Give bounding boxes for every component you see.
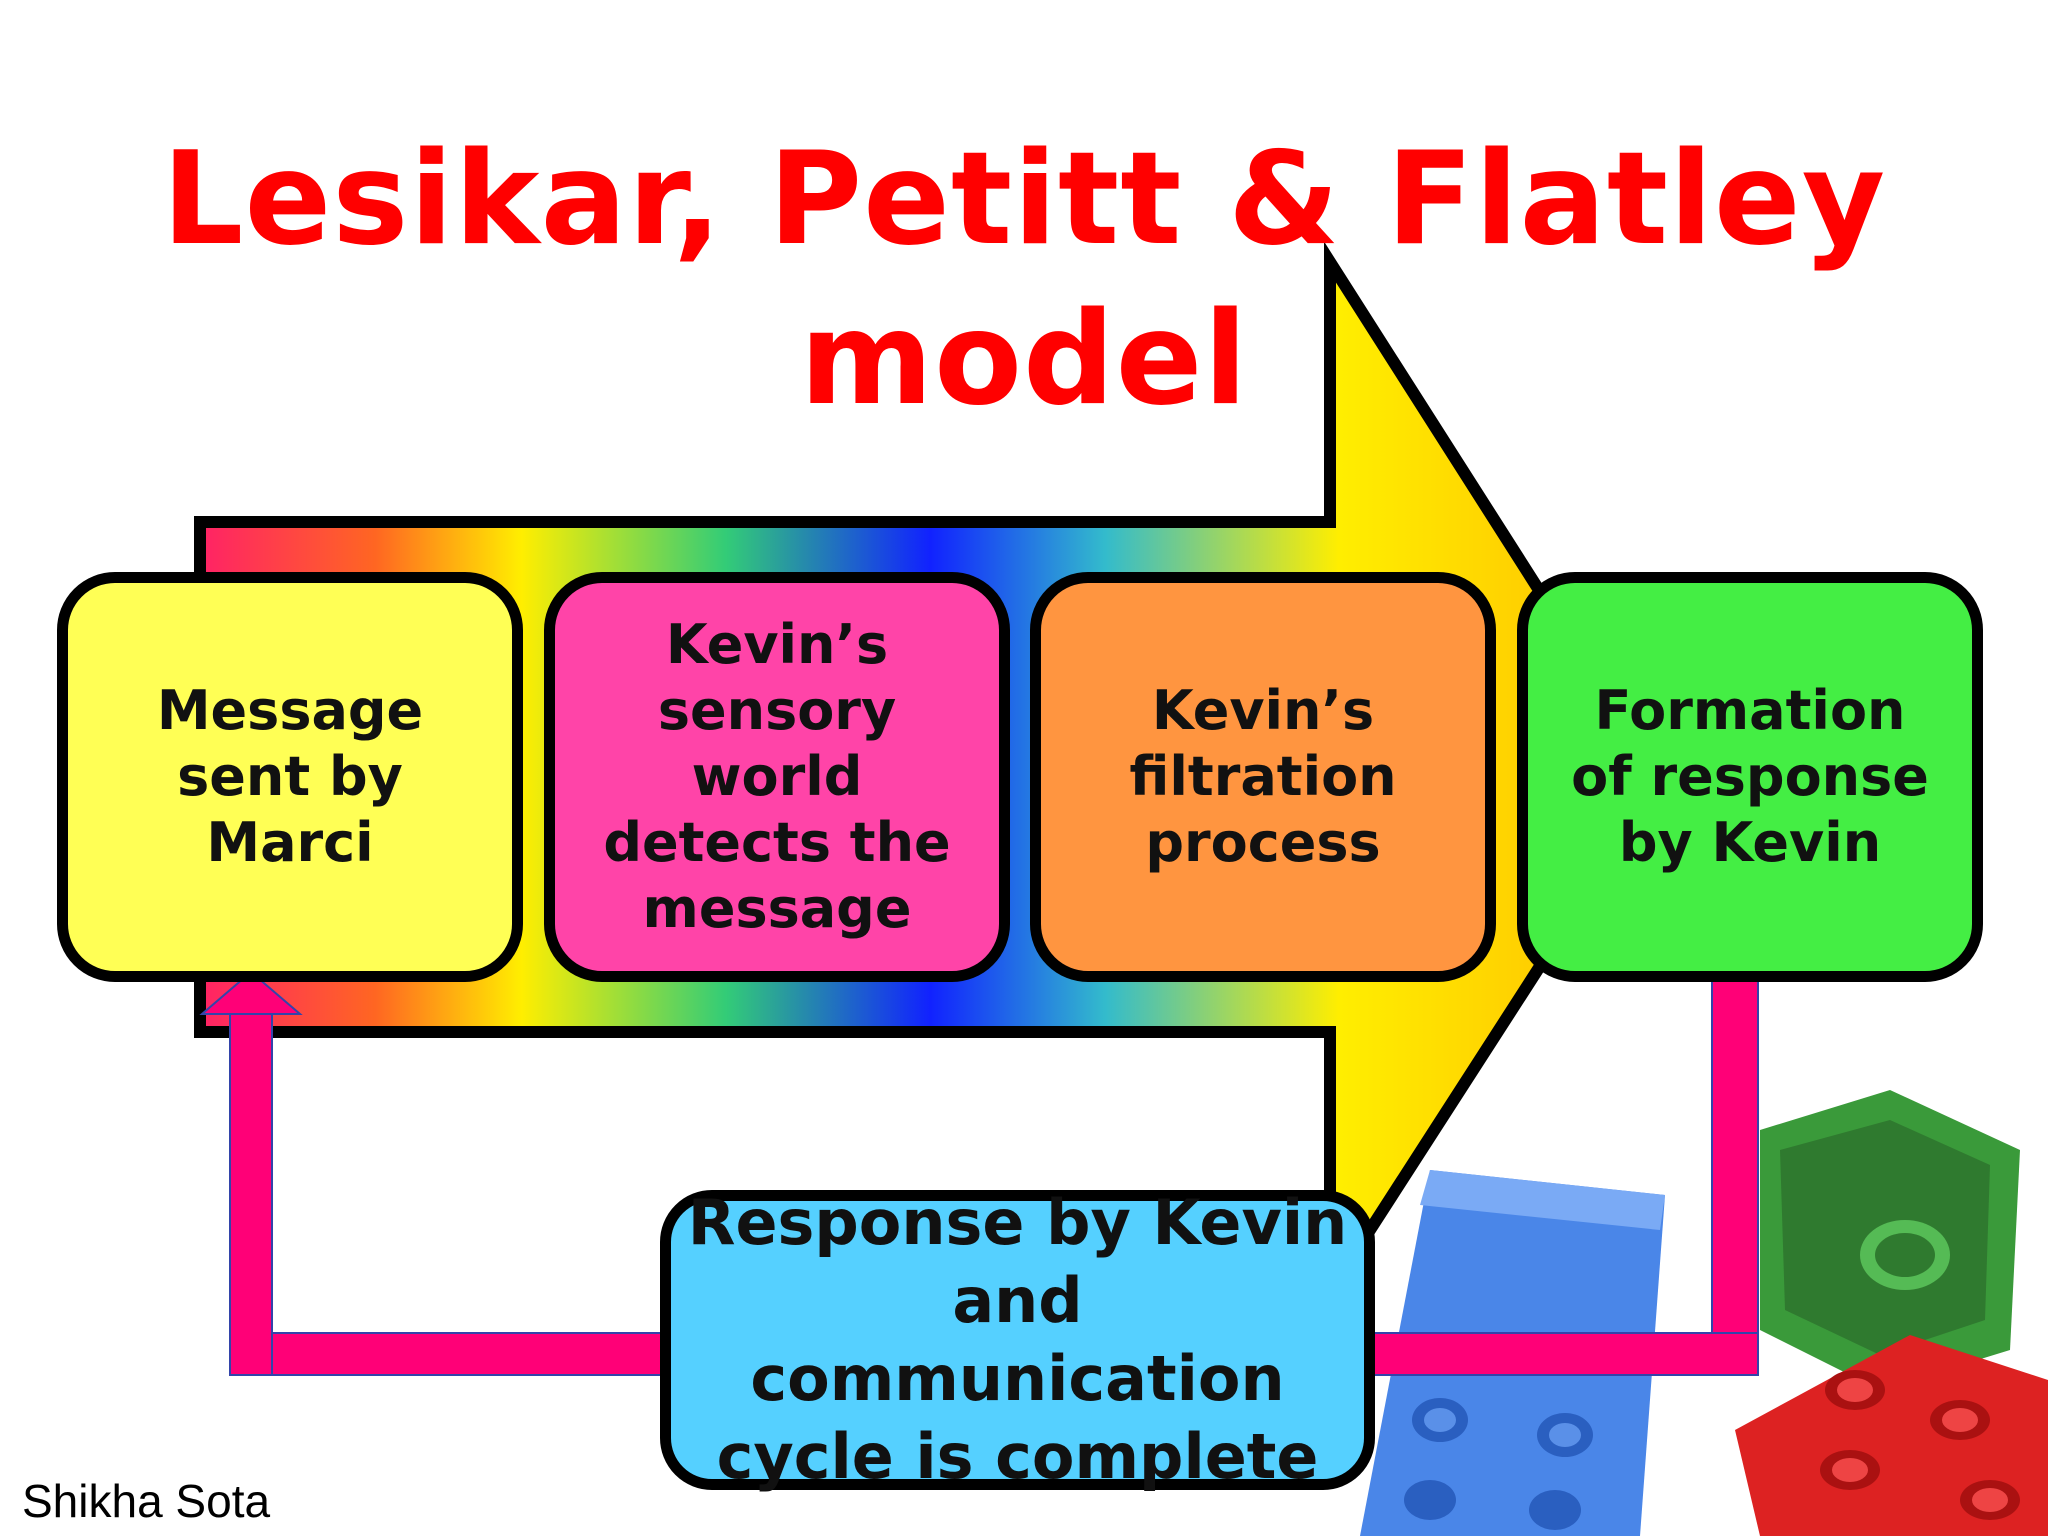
step-formation-response-box: Formation of response by Kevin xyxy=(1517,572,1983,982)
author-credit: Shikha Sota xyxy=(22,1475,271,1527)
toy-building-blocks xyxy=(1360,1090,2048,1536)
page-title: Lesikar, Petitt & Flatley model xyxy=(161,125,1887,434)
step-sensory-world-box: Kevin’s sensory world detects the messag… xyxy=(544,572,1010,982)
response-complete-box: Response by Kevin and communication cycl… xyxy=(660,1186,1375,1493)
step-message-sent-box: Message sent by Marci xyxy=(57,572,523,982)
step-filtration-box: Kevin’s filtration process xyxy=(1030,572,1496,982)
feedback-arrow xyxy=(199,970,1759,1376)
